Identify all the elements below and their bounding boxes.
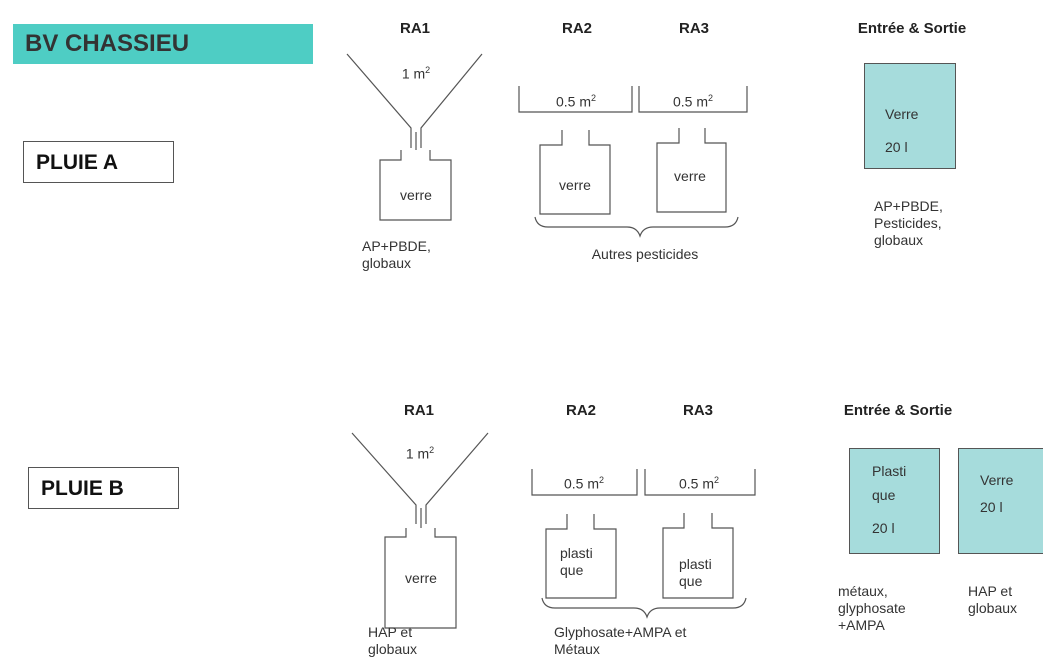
title-text: BV CHASSIEU bbox=[25, 30, 190, 57]
ra2-tray-b bbox=[531, 469, 638, 496]
ra2-area-a: 0.5 m2 bbox=[555, 93, 597, 110]
ra1-bottle-b bbox=[384, 528, 457, 629]
ra3-bottle-label-a: verre bbox=[674, 168, 706, 184]
ra3-header-b: RA3 bbox=[682, 402, 714, 419]
io-glass-box-b: Verre 20 l bbox=[958, 448, 1043, 554]
ra1-funnel-b bbox=[351, 432, 489, 524]
brace-a bbox=[534, 216, 739, 238]
ra2-bottle-b bbox=[545, 514, 617, 599]
ra3-bottle-a bbox=[656, 128, 727, 213]
ra23-analytes-a: Autres pesticides bbox=[591, 246, 699, 262]
io-header-a: Entrée & Sortie bbox=[857, 20, 967, 37]
rain-a-label-box: PLUIE A bbox=[23, 141, 174, 183]
ra3-header-a: RA3 bbox=[678, 20, 710, 37]
io-header-b: Entrée & Sortie bbox=[843, 402, 953, 419]
ra1-analytes-b: HAP et globaux bbox=[368, 624, 418, 657]
rain-a-label: PLUIE A bbox=[36, 151, 119, 174]
ra2-header-a: RA2 bbox=[561, 20, 593, 37]
rain-b-label: PLUIE B bbox=[41, 477, 124, 500]
ra2-tray-a bbox=[518, 86, 633, 113]
ra1-area-a: 1 m2 bbox=[401, 65, 431, 82]
io-glass-box-a: Verre 20 l bbox=[864, 63, 956, 169]
ra1-analytes-a: AP+PBDE, globaux bbox=[362, 238, 431, 271]
rain-b-label-box: PLUIE B bbox=[28, 467, 179, 509]
ra3-area-a: 0.5 m2 bbox=[672, 93, 714, 110]
ra1-header-b: RA1 bbox=[403, 402, 435, 419]
ra3-bottle-b bbox=[662, 513, 734, 599]
ra1-header-a: RA1 bbox=[399, 20, 431, 37]
ra1-bottle-a bbox=[379, 150, 452, 221]
ra2-bottle-label-a: verre bbox=[559, 177, 591, 193]
ra1-bottle-label-a: verre bbox=[400, 187, 432, 203]
ra1-area-b: 1 m2 bbox=[405, 445, 435, 462]
title-banner: BV CHASSIEU bbox=[13, 24, 313, 64]
ra3-tray-a bbox=[638, 86, 748, 113]
ra1-bottle-label-b: verre bbox=[405, 570, 437, 586]
brace-b bbox=[541, 597, 747, 619]
ra1-funnel-a bbox=[346, 53, 483, 148]
ra2-bottle-label-b: plasti que bbox=[560, 545, 593, 578]
ra2-header-b: RA2 bbox=[565, 402, 597, 419]
io-glass-analytes-b: HAP et globaux bbox=[968, 583, 1018, 616]
ra2-bottle-a bbox=[539, 130, 611, 215]
ra2-area-b: 0.5 m2 bbox=[563, 475, 605, 492]
ra23-analytes-b: Glyphosate+AMPA et Métaux bbox=[554, 624, 687, 657]
ra3-bottle-label-b: plasti que bbox=[679, 556, 712, 589]
ra3-area-b: 0.5 m2 bbox=[678, 475, 720, 492]
io-plastic-box-b: Plasti que 20 l bbox=[849, 448, 940, 554]
io-analytes-a: AP+PBDE, Pesticides, globaux bbox=[874, 198, 943, 248]
io-plastic-analytes-b: métaux, glyphosate +AMPA bbox=[838, 583, 906, 633]
ra3-tray-b bbox=[644, 469, 756, 496]
